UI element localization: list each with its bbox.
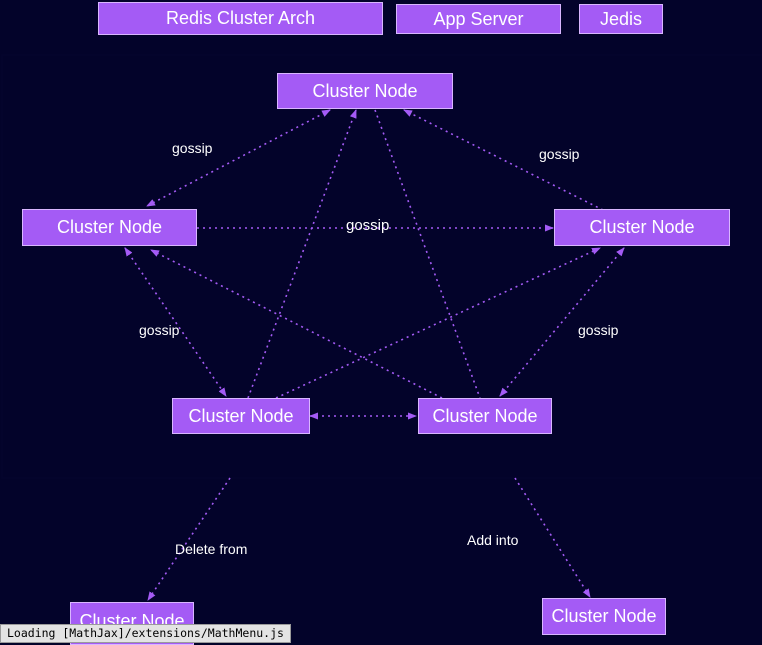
cluster-node-added[interactable]: Cluster Node (542, 598, 666, 635)
edge-top-bottomright (374, 109, 481, 399)
edge-bottomleft-top (247, 109, 357, 399)
edge-bottomright-left (150, 249, 443, 399)
cluster-node-bottom-right[interactable]: Cluster Node (418, 398, 552, 434)
edge-add-into (514, 477, 591, 598)
edge-top-left (146, 109, 331, 207)
status-bar: Loading [MathJax]/extensions/MathMenu.js (0, 624, 291, 643)
gossip-label-top-right: gossip (539, 146, 580, 162)
gossip-label-lower-left: gossip (139, 322, 180, 338)
edge-delete-from (147, 477, 231, 601)
gossip-label-lower-right: gossip (578, 322, 619, 338)
cluster-node-right[interactable]: Cluster Node (554, 209, 730, 246)
edge-right-top (403, 109, 604, 211)
cluster-node-left[interactable]: Cluster Node (22, 209, 197, 246)
cluster-node-bottom-left[interactable]: Cluster Node (172, 398, 310, 434)
edge-right-bottomright (499, 247, 625, 397)
gossip-label-top-left: gossip (172, 140, 213, 156)
app-server-box[interactable]: App Server (396, 4, 561, 34)
cluster-node-top[interactable]: Cluster Node (277, 73, 453, 109)
jedis-box[interactable]: Jedis (579, 4, 663, 34)
gossip-label-middle: gossip (346, 217, 390, 234)
edge-bottomleft-right (275, 247, 601, 399)
delete-from-label: Delete from (175, 541, 248, 557)
add-into-label: Add into (467, 532, 519, 548)
cluster-boundary (1, 54, 762, 479)
title-box[interactable]: Redis Cluster Arch (98, 2, 383, 35)
